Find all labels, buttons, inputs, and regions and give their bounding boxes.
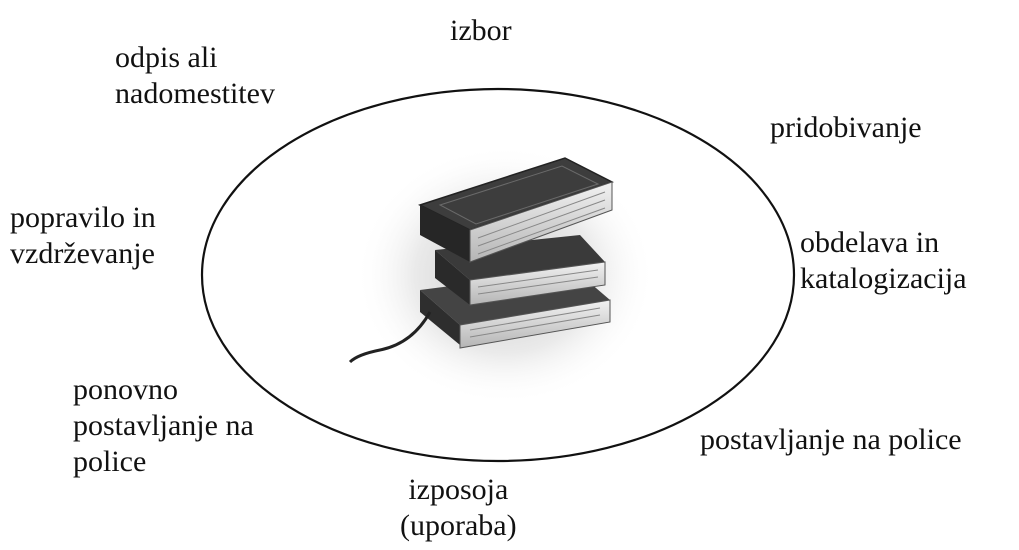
stage-label-line: postavljanje na police [700,423,962,456]
top-book [418,157,614,263]
stack-of-books-icon [348,145,655,405]
stage-label-line: police [73,445,147,478]
stage-label-line: postavljanje na [73,409,254,442]
stage-label-line: (uporaba) [400,509,517,542]
stage-label-pridobivanje: pridobivanje [770,110,922,146]
stage-label-postavljanje: postavljanje na police [700,422,962,458]
cycle-ellipse [200,87,796,463]
stage-label-line: vzdrževanje [10,237,155,270]
middle-book [435,235,606,306]
stage-label-line: pridobivanje [770,111,922,144]
bookmark-ribbon [348,311,432,364]
stage-label-line: popravilo in [10,201,156,234]
stage-label-line: odpis ali [115,41,218,74]
stage-label-line: ponovno [73,373,178,406]
stage-label-line: nadomestitev [115,77,275,110]
stage-label-popravilo: popravilo in vzdrževanje [10,200,156,272]
stage-label-line: izbor [450,14,512,47]
stage-label-line: katalogizacija [800,262,967,295]
stage-label-ponovno: ponovno postavljanje na police [73,372,254,480]
stage-label-izposoja: izposoja (uporaba) [400,472,517,544]
stage-label-izbor: izbor [450,13,512,49]
stage-label-line: obdelava in [800,226,940,259]
stage-label-line: izposoja [408,473,509,506]
stage-label-odpis: odpis ali nadomestitev [115,40,275,112]
stage-label-obdelava: obdelava in katalogizacija [800,225,967,297]
